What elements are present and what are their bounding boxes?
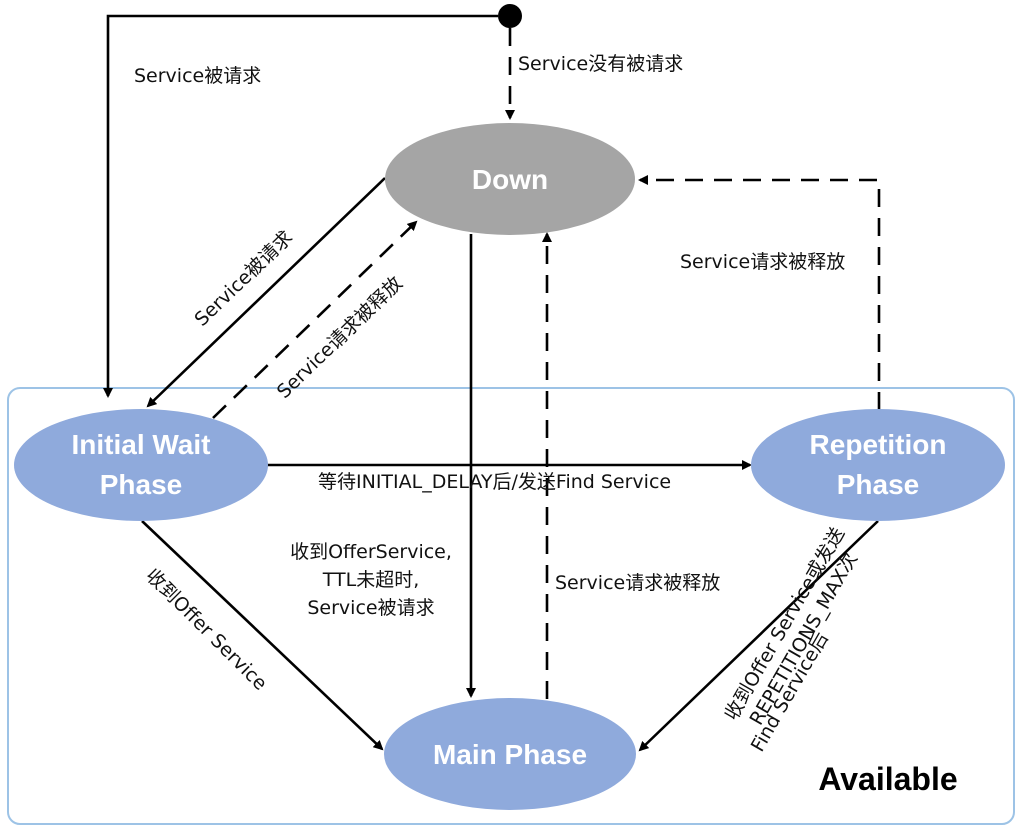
edge-initial-to-main	[141, 520, 384, 751]
state-down: Down	[385, 123, 635, 235]
label-initial-to-main: 收到Offer Service	[141, 565, 271, 695]
label-down-to-main-line3: Service被请求	[307, 597, 434, 619]
label-down-to-main-line2: TTL未超时,	[322, 569, 420, 591]
initial-pseudostate	[498, 4, 522, 28]
edge-repetition-to-main	[638, 520, 879, 752]
label-initial-to-down: Service请求被释放	[273, 272, 407, 403]
state-main-label: Main Phase	[433, 739, 587, 770]
available-label: Available	[818, 761, 957, 797]
state-main: Main Phase	[384, 698, 636, 810]
state-repetition: Repetition Phase	[751, 409, 1005, 521]
label-repetition-to-down: Service请求被释放	[680, 251, 845, 273]
label-start-to-down: Service没有被请求	[518, 53, 683, 75]
state-repetition-label-line2: Phase	[837, 469, 920, 500]
label-initial-to-repetition: 等待INITIAL_DELAY后/发送Find Service	[318, 471, 671, 493]
state-repetition-shape	[751, 409, 1005, 521]
state-initial-wait-label-line2: Phase	[100, 469, 183, 500]
label-start-to-initial: Service被请求	[134, 65, 261, 87]
state-repetition-label-line1: Repetition	[810, 429, 947, 460]
label-main-to-down: Service请求被释放	[555, 572, 720, 594]
edge-start-to-initial	[103, 14, 498, 398]
state-initial-wait-shape	[14, 409, 268, 521]
state-main-shape	[384, 698, 636, 810]
label-down-to-main-line1: 收到OfferService,	[290, 541, 452, 563]
state-down-shape	[385, 123, 635, 235]
available-region	[7, 387, 1015, 825]
edge-down-to-initial	[146, 177, 386, 408]
edge-repetition-to-down	[638, 175, 881, 410]
state-down-label: Down	[472, 164, 548, 195]
state-initial-wait-label-line1: Initial Wait	[72, 429, 211, 460]
state-initial-wait: Initial Wait Phase	[14, 409, 268, 521]
edge-initial-to-down	[212, 220, 418, 419]
